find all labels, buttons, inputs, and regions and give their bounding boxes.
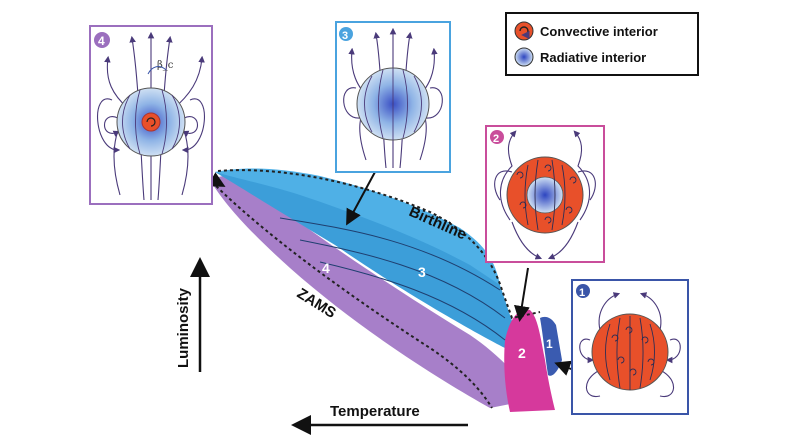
region-3-label: 3	[418, 264, 426, 280]
panel-2-pointer	[513, 267, 530, 322]
panel-1-number: 1	[579, 287, 585, 299]
panel-4-number: 4	[98, 34, 105, 48]
region-2-label: 2	[518, 345, 526, 361]
region-4-label: 4	[322, 260, 330, 276]
convective-swirl-icon	[519, 26, 530, 40]
region-3-area	[215, 169, 515, 348]
legend-radiative: Radiative interior	[514, 47, 646, 67]
birthline-curve	[217, 169, 541, 320]
panel-4: 4 β_c	[89, 25, 213, 205]
panel-3-number: 3	[342, 30, 348, 42]
panel-2: 2	[485, 125, 605, 263]
region-2-area	[504, 309, 555, 412]
region-3-top	[215, 168, 500, 285]
legend-convective: Convective interior	[514, 21, 658, 41]
luminosity-label: Luminosity	[175, 287, 192, 368]
region-4-area	[210, 175, 540, 408]
panel-4-convective-core	[141, 112, 161, 132]
panel-3: 3	[335, 21, 451, 173]
legend-radiative-label: Radiative interior	[540, 50, 646, 65]
legend-convective-label: Convective interior	[540, 24, 658, 39]
legend: Convective interior Radiative interior	[505, 12, 699, 76]
panel-2-radiative-core	[526, 176, 564, 214]
panel-1: 1	[571, 279, 689, 415]
zams-curve	[211, 181, 493, 409]
panel-2-number: 2	[493, 133, 499, 145]
panel-3-pointer	[346, 171, 376, 226]
luminosity-axis: Luminosity	[175, 257, 210, 372]
radiative-dot-icon	[514, 47, 534, 67]
panel-4-annotation: β_c	[157, 60, 174, 71]
temperature-axis: Temperature	[291, 403, 468, 435]
temperature-label: Temperature	[330, 403, 420, 420]
region-1-label: 1	[546, 337, 553, 351]
